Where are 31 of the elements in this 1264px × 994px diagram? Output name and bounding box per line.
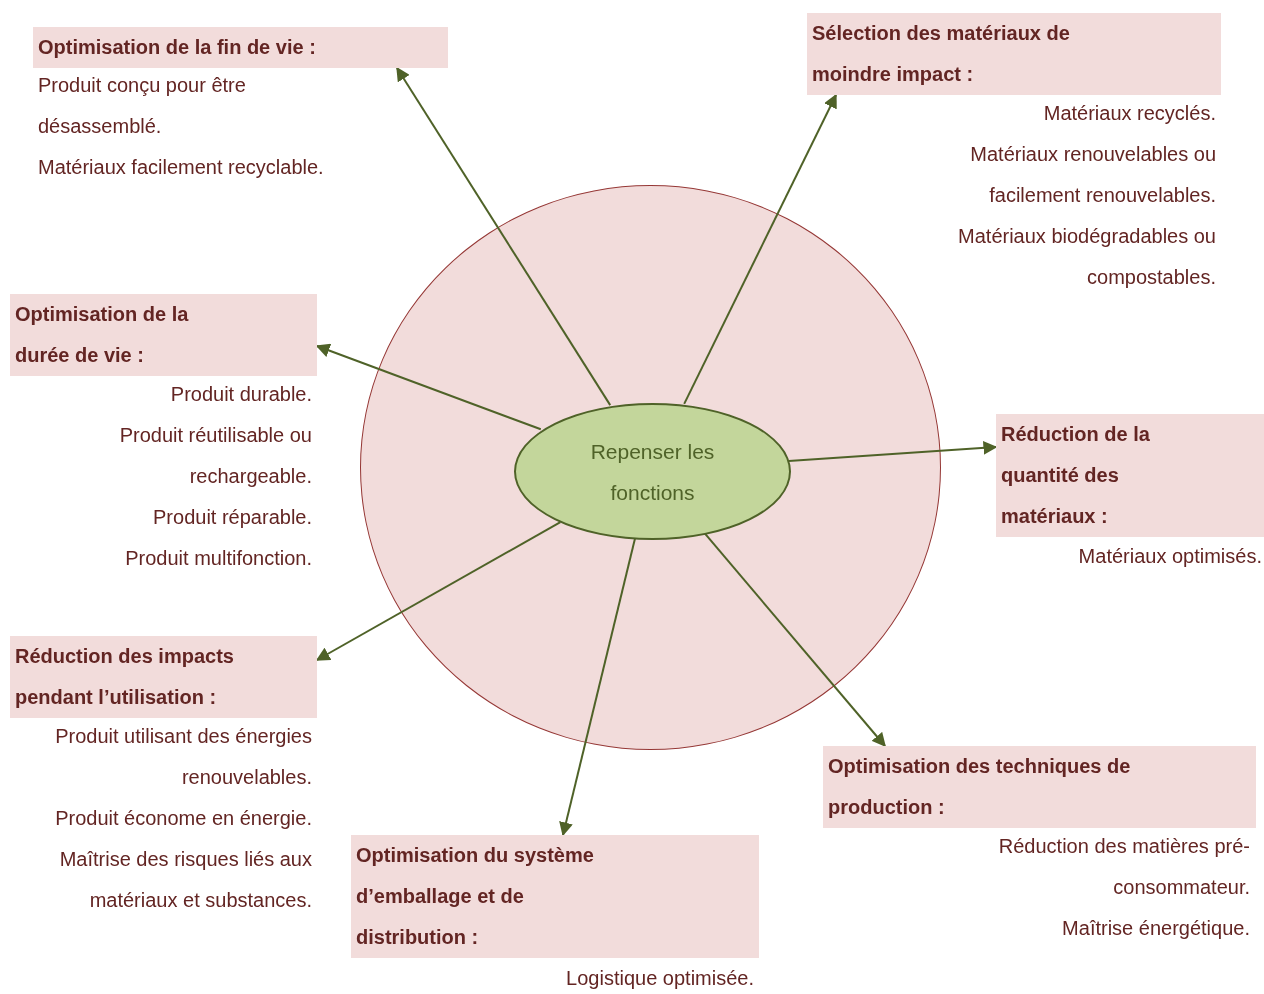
body-text: Produit réutilisable ou rechargeable. [118,423,312,489]
body-text: Logistique optimisée. [565,966,754,991]
body-text: Produit utilisant des énergies renouvelables. [54,724,312,790]
arrow [315,343,542,431]
arrow [315,521,562,661]
arrow [683,93,837,405]
body-text: Matériaux biodégradables ou compostables. [957,224,1216,290]
heading-box: Sélection des matériaux de moindre impact : [807,13,1221,95]
body-text: Matériaux facilement recyclable. [38,155,325,180]
ellipse-node: Repenser les fonctions [514,403,791,540]
heading-box: Réduction de la quantité des matériaux : [996,414,1264,537]
body-text: Matériaux optimisés. [1077,544,1262,569]
body-text: Réduction des matières pré-consommateur. [997,834,1250,900]
body-text: Produit conçu pour être désassemblé. [38,73,247,139]
body-text: Produit durable. [169,382,312,407]
body-text: Produit multifonction. [124,546,312,571]
body-text: Maîtrise énergétique. [1061,916,1250,941]
body-text: Maîtrise des risques liés aux matériaux et substances. [58,847,312,913]
arrow [787,440,998,463]
body-text: Matériaux renouvelables ou facilement renouvelables. [969,142,1216,208]
arrow [559,537,636,837]
body-text: Matériaux recyclés. [1042,101,1216,126]
heading-box: Optimisation du système d’emballage et de distribution : [351,835,759,958]
heading-box: Optimisation de la durée de vie : [10,294,317,376]
heading-box: Réduction des impacts pendant l’utilisation : [10,636,317,718]
heading-box: Optimisation des techniques de production : [823,746,1256,828]
heading-box: Optimisation de la fin de vie : [33,27,448,68]
arrow [396,66,612,407]
arrow [704,532,886,748]
body-text: Produit économe en énergie. [54,806,312,831]
body-text: Produit réparable. [152,505,312,530]
